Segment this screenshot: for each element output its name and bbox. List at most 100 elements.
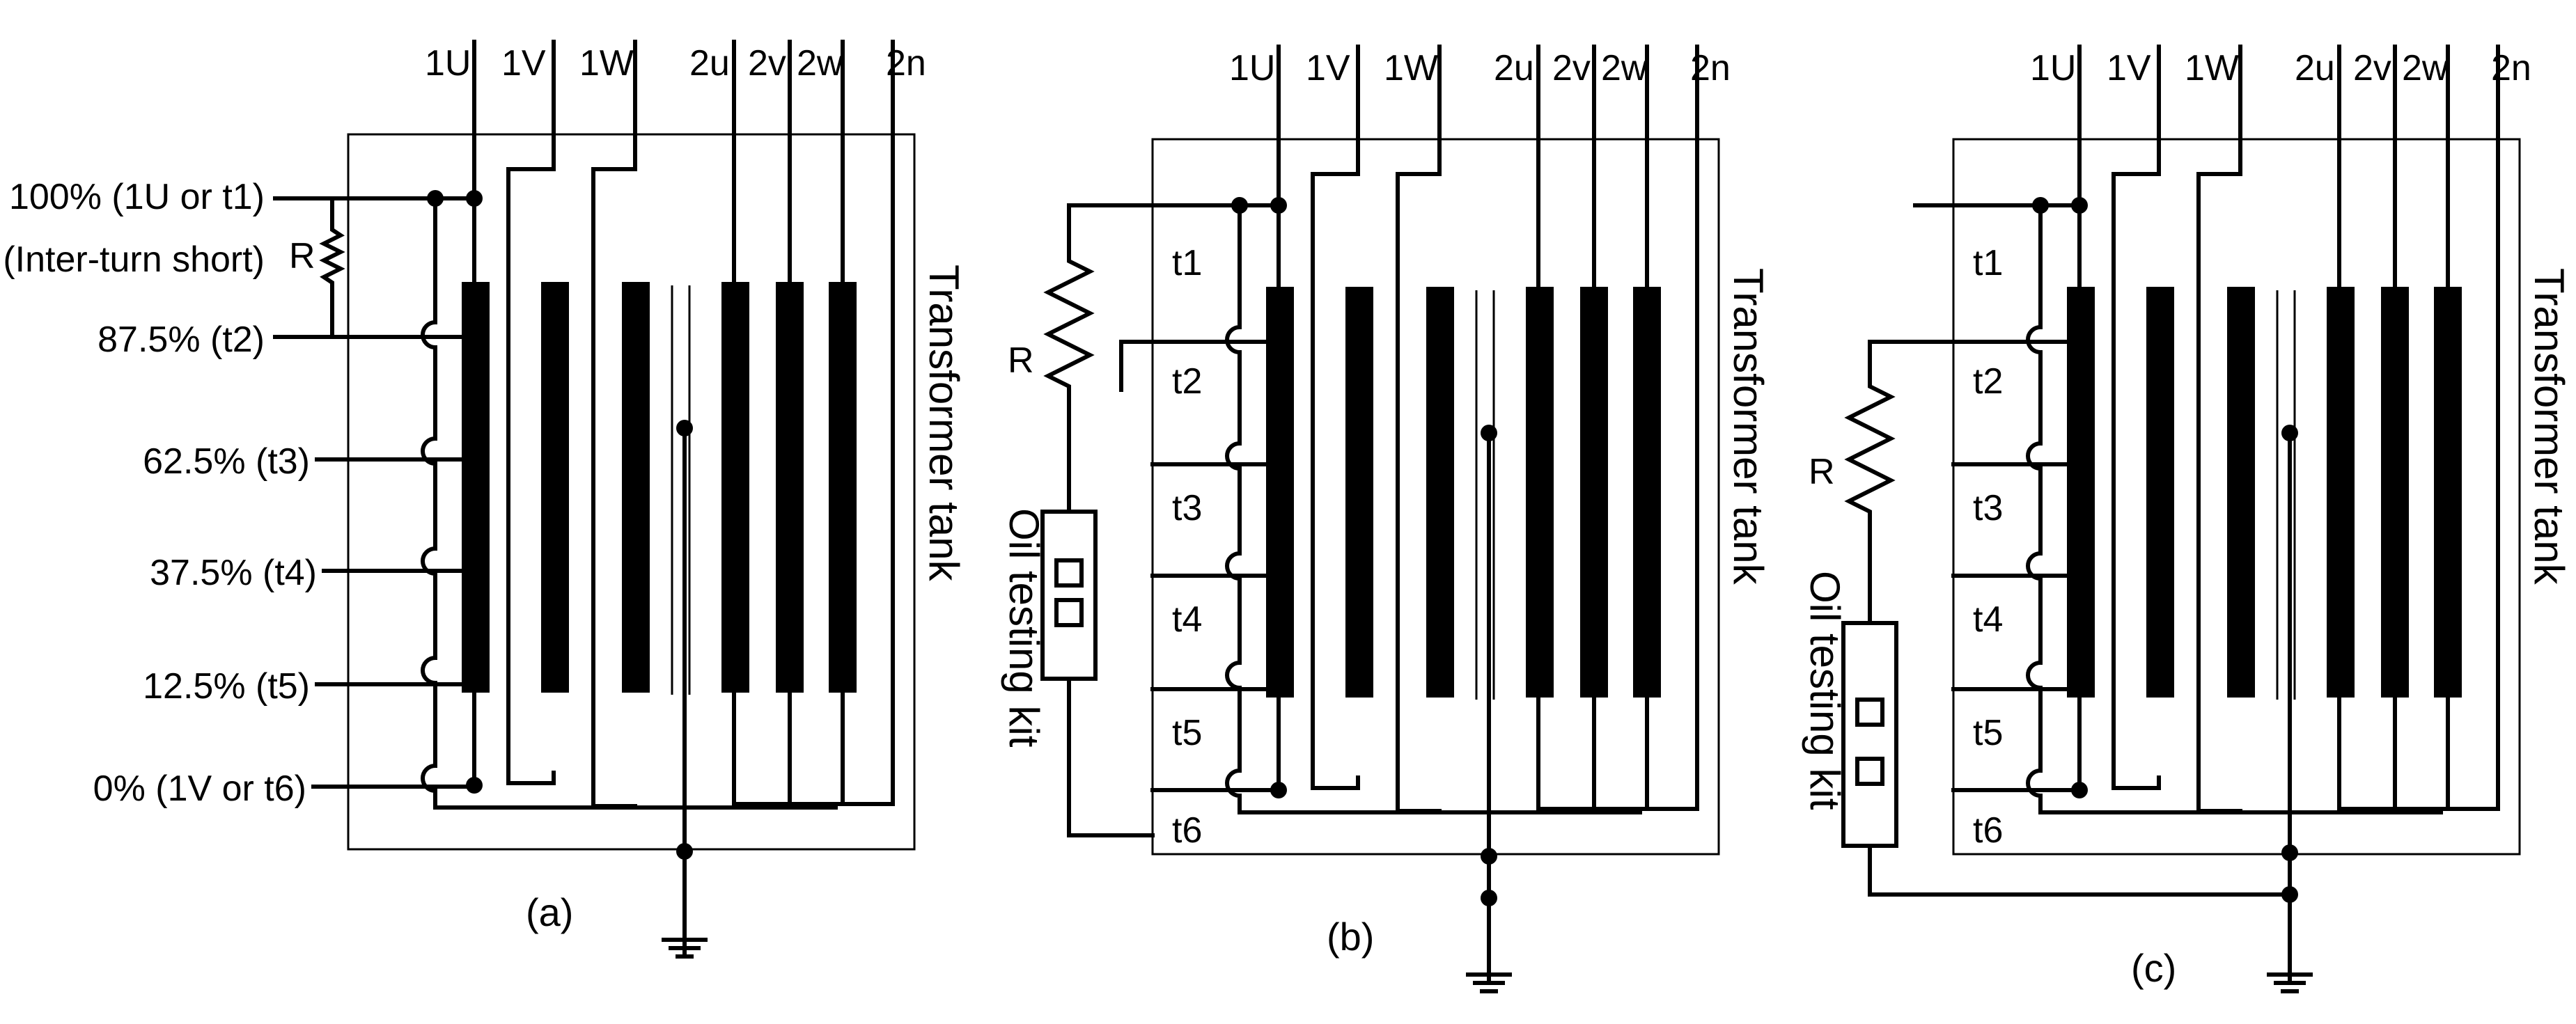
core-line [671, 285, 691, 695]
junction-dot [1481, 890, 1497, 906]
terminal-label-2w: 2w [797, 43, 843, 84]
terminal-label-2v: 2v [1552, 48, 1591, 88]
coil-2u [1526, 287, 1554, 698]
terminal-label-1u: 1U [2030, 48, 2076, 88]
junction-dot [466, 190, 483, 207]
coil-1w [1426, 287, 1454, 698]
oil-kit-electrode [1855, 698, 1884, 727]
terminal-label-2v: 2v [2353, 48, 2391, 88]
terminal-label-1v: 1V [2107, 48, 2151, 88]
coil-1w [2227, 287, 2255, 698]
tap-label-62-5: 62.5% (t3) [143, 441, 310, 482]
tap-label-87-5: 87.5% (t2) [97, 320, 265, 360]
lead-1v [506, 40, 556, 785]
coil-2v [2381, 287, 2409, 698]
ground-symbol [2267, 972, 2313, 993]
junction-dot [466, 777, 483, 794]
tap-label-12-5: 12.5% (t5) [143, 666, 310, 707]
tank-label: Transformer tank [921, 265, 967, 582]
terminal-label-1w: 1W [1384, 48, 1438, 88]
junction-dot [1231, 197, 1248, 214]
ground-symbol [662, 938, 708, 959]
lead-2n [1536, 45, 1699, 811]
resistor-branch [1844, 340, 2015, 625]
tap-label-t1: t1 [1172, 243, 1202, 283]
lead-1v [2111, 45, 2161, 790]
tap-label-inter-turn: (Inter-turn short) [3, 239, 265, 280]
coil-1v [541, 282, 569, 693]
junction-dot [676, 843, 693, 860]
short-resistor [319, 200, 345, 339]
oil-kit-electrode [1054, 558, 1084, 588]
coil-1v [2146, 287, 2174, 698]
tap-label-37-5: 37.5% (t4) [150, 553, 317, 593]
tap-label-t6: t6 [1973, 810, 2003, 851]
terminal-label-1w: 1W [2185, 48, 2239, 88]
coil-1u [1266, 287, 1294, 698]
panel-a: 1U 1V 1W 2u 2v 2w 2n [3, 40, 967, 959]
resistor-branch [1043, 203, 1231, 514]
coil-1w [622, 282, 650, 693]
tank-box [347, 133, 916, 851]
oil-kit-return [1868, 844, 2292, 897]
terminal-label-2u: 2u [2295, 48, 2335, 88]
tap-label-t4: t4 [1172, 599, 1202, 640]
coil-2w [2434, 287, 2462, 698]
tap-label-t2: t2 [1172, 361, 1202, 402]
tank-box [1151, 138, 1720, 856]
resistor-label: R [289, 236, 315, 276]
oil-kit-return [1067, 677, 1155, 837]
junction-dot [427, 190, 444, 207]
panel-caption: (a) [526, 890, 573, 934]
tank-label: Transformer tank [2526, 268, 2573, 585]
tap-label-t3: t3 [1973, 488, 2003, 528]
core-line [1475, 290, 1495, 700]
junction-dot [2032, 197, 2049, 214]
tap-bus [1225, 203, 1642, 814]
terminal-label-2u: 2u [1494, 48, 1534, 88]
junction-dot [676, 420, 693, 436]
tap-label-t1: t1 [1973, 243, 2003, 283]
terminal-label-1u: 1U [425, 43, 471, 84]
coil-2v [1580, 287, 1608, 698]
coil-1v [1345, 287, 1373, 698]
core-line [2276, 290, 2296, 700]
tap-label-t5: t5 [1172, 713, 1202, 753]
ground-symbol [1466, 972, 1512, 993]
tap-label-t2: t2 [1973, 361, 2003, 402]
terminal-label-2w: 2w [2402, 48, 2449, 88]
tap-label-t4: t4 [1973, 599, 2003, 640]
tap-bus [421, 194, 838, 810]
oil-testing-kit [1841, 621, 1898, 848]
lead-2n [2337, 45, 2500, 811]
tank-box [1952, 138, 2521, 856]
oil-kit-electrode [1855, 757, 1884, 786]
coil-2w [1633, 287, 1661, 698]
junction-dot [2281, 425, 2298, 441]
coil-1u [2067, 287, 2095, 698]
coil-2w [829, 282, 857, 693]
lead-2n [732, 40, 895, 806]
tap-label-t3: t3 [1172, 488, 1202, 528]
tap-bus [2026, 203, 2443, 814]
terminal-label-2w: 2w [1601, 48, 1648, 88]
tap-label-100: 100% (1U or t1) [9, 177, 265, 217]
terminal-label-1w: 1W [579, 43, 634, 84]
junction-dot [2071, 197, 2088, 214]
terminal-label-1v: 1V [501, 43, 546, 84]
kit-label: Oil testing kit [1802, 571, 1848, 810]
panel-caption: (b) [1327, 915, 1374, 959]
terminal-label-1u: 1U [1229, 48, 1275, 88]
lead-1v [1311, 45, 1360, 790]
junction-dot [2281, 844, 2298, 861]
panel-c: 1U 1V 1W 2u 2v 2w 2n R O [1802, 45, 2573, 993]
tap-label-t5: t5 [1973, 713, 2003, 753]
terminal-label-1v: 1V [1306, 48, 1350, 88]
resistor-label: R [1008, 340, 1034, 381]
panel-b: 1U 1V 1W 2u 2v 2w 2n R [1001, 45, 1772, 993]
junction-dot [1481, 425, 1497, 441]
junction-dot [1270, 782, 1287, 798]
coil-2u [721, 282, 749, 693]
